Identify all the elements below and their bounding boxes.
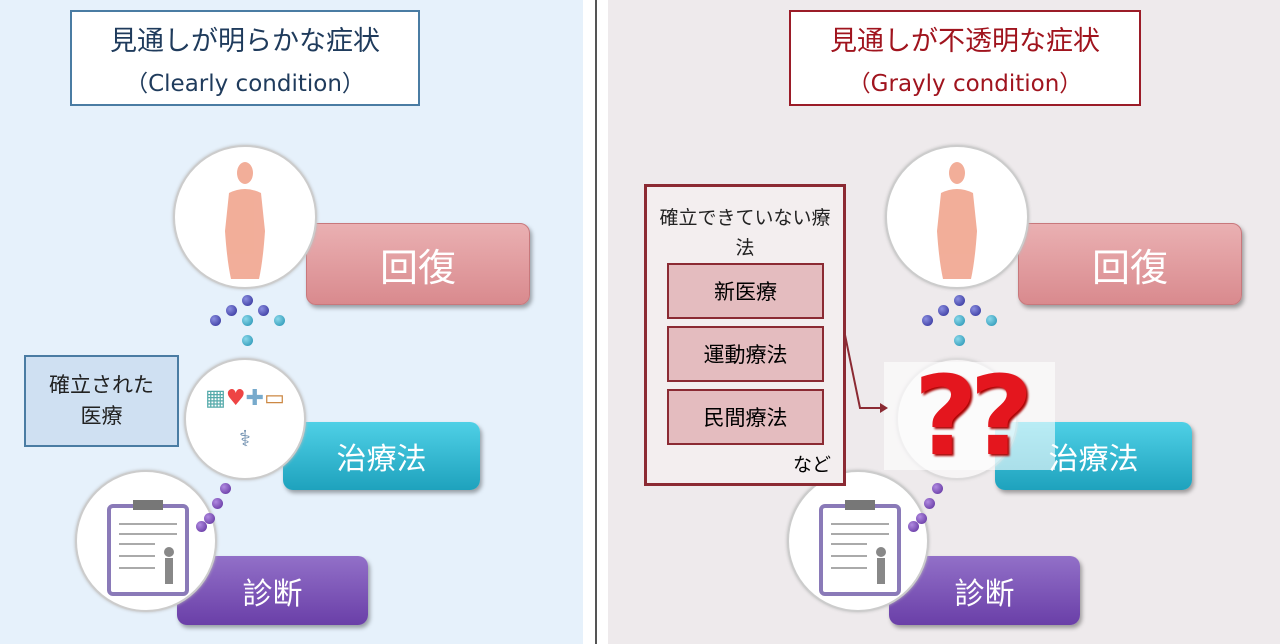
medical-supplies-icon: ▦♥✚▭⚕: [184, 358, 306, 480]
person-icon: [173, 145, 317, 289]
clear-title-box: 見通しが明らかな症状 （Clearly condition）: [70, 10, 420, 106]
therapy-item: 民間療法: [667, 389, 824, 445]
gray-subtitle: （Grayly condition）: [847, 70, 1083, 97]
etc-label: など: [792, 454, 831, 476]
therapy-item: 運動療法: [667, 326, 824, 382]
recovery-box: 回復: [306, 223, 530, 305]
clear-title: 見通しが明らかな症状: [110, 25, 380, 57]
unestablished-label: 確立できていない療法: [659, 207, 831, 259]
therapy-item: 新医療: [667, 263, 824, 319]
gray-title-box: 見通しが不透明な症状 （Grayly condition）: [789, 10, 1141, 106]
clipboard-icon-right: [787, 470, 929, 612]
divider: [595, 0, 597, 644]
clear-subtitle: （Clearly condition）: [125, 70, 365, 97]
arrow-connector: [844, 334, 888, 413]
recovery-box-right: 回復: [1018, 223, 1242, 305]
treatment-box: 治療法: [283, 422, 480, 490]
person-icon-right: [885, 145, 1029, 289]
question-marks-icon: ??: [884, 361, 1055, 471]
established-medicine-label: 確立された医療: [24, 355, 179, 447]
unestablished-therapies-box: 確立できていない療法 新医療 運動療法 民間療法 など: [644, 184, 846, 486]
clipboard-icon: [75, 470, 217, 612]
gray-title: 見通しが不透明な症状: [830, 25, 1100, 57]
